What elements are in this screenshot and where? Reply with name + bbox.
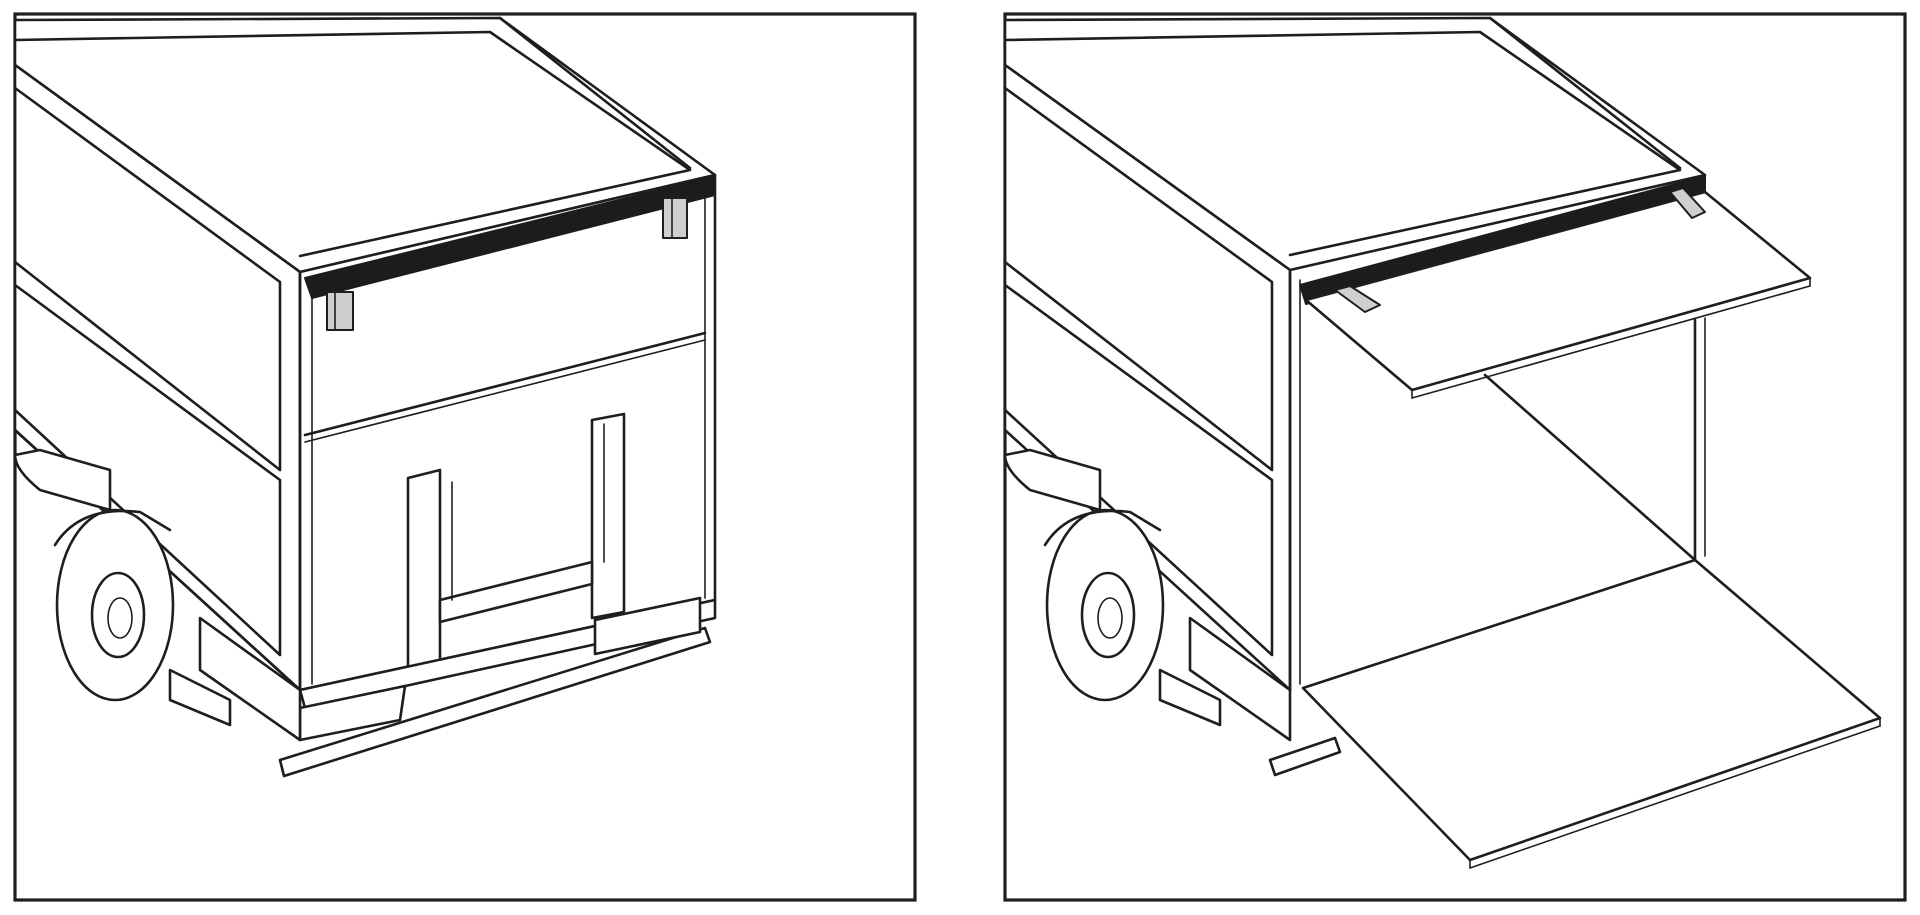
hinge-right-icon <box>662 197 688 239</box>
roof-panel-open <box>1003 16 1707 272</box>
side-upper-panel-open <box>1003 86 1274 472</box>
lift-arm-left <box>406 468 442 678</box>
door-split-line <box>303 331 707 437</box>
roof-rear-edge <box>498 16 692 170</box>
truck-body-closed <box>13 16 717 778</box>
panel-open <box>1003 12 1907 902</box>
hinge-right-open-icon <box>1669 187 1706 219</box>
panel-closed <box>13 12 917 902</box>
side-upper-panel <box>13 86 282 472</box>
side-lower-panel-open <box>1003 283 1274 657</box>
roof-inner-edge-open <box>1003 30 1682 257</box>
roof-rear-edge-open <box>1488 16 1682 170</box>
truck-body-open <box>1003 16 1882 869</box>
wheel-hub-icon <box>107 597 133 639</box>
lift-arm-right <box>590 412 626 620</box>
underrun-bar-open <box>1268 736 1342 777</box>
hinge-left-open-icon <box>1334 285 1381 313</box>
wheel-arch-open <box>1043 509 1162 547</box>
underrun-bar <box>278 626 712 778</box>
wheel-tyre <box>55 508 175 702</box>
wheel-hub-open-icon <box>1097 597 1123 639</box>
ramp-thickness <box>1469 725 1881 869</box>
hinge-left-icon <box>326 291 354 331</box>
wheel-rim <box>90 571 146 659</box>
roof-inner-edge <box>13 30 692 258</box>
interior-floor-edge <box>1483 373 1697 562</box>
chassis-bracket <box>168 668 232 727</box>
top-rail <box>304 175 716 299</box>
raised-door-thickness <box>1411 285 1811 399</box>
chassis-block <box>198 616 302 742</box>
wheel-arch <box>53 509 172 547</box>
door-split-shadow <box>304 339 706 443</box>
sill-bracket-right <box>593 596 702 656</box>
chassis-block-open <box>1188 616 1292 742</box>
chassis-bracket-open <box>1158 668 1222 727</box>
fuel-tank <box>13 448 112 512</box>
wheel-tyre-open <box>1045 508 1165 702</box>
side-lower-panel <box>13 283 282 657</box>
lift-crossbar <box>438 560 594 624</box>
fuel-tank-open <box>1003 448 1102 512</box>
wheel-rim-open <box>1080 571 1136 659</box>
